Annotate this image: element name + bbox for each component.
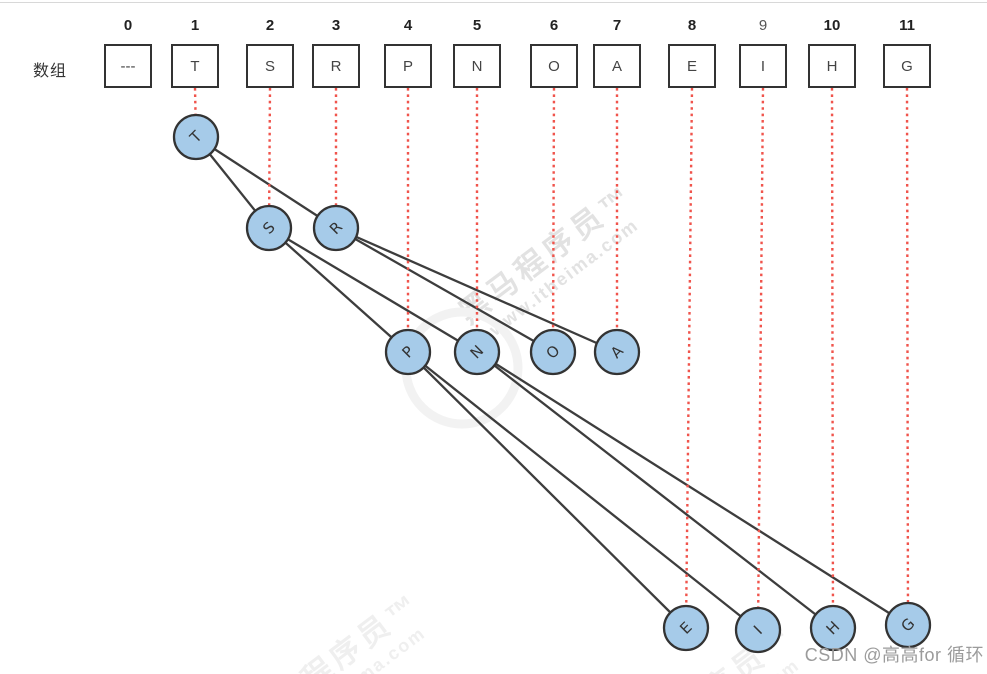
array-index-label: 10 [823,17,841,34]
array-index-label: 7 [612,17,622,34]
heap-node-P [384,328,432,376]
heap-edge-N-G [476,351,909,626]
array-cell-value: E [686,57,697,75]
array-cell-value: S [264,57,275,75]
array-cell-box: E [668,44,716,88]
heap-node-H [809,604,857,652]
heap-edge-P-E [407,351,687,629]
index-link-dotted-H [830,87,835,629]
array-label: 数组 [33,63,68,80]
heap-node-O [529,328,577,376]
array-cell-value: H [826,57,838,75]
heap-edge-R-A [335,226,618,354]
credit-watermark: CSDN @高高for 循环 [804,645,984,665]
heap-edge-T-R [195,136,337,229]
array-cell-box: H [808,44,856,88]
array-cell-value: R [330,57,342,75]
heap-edge-P-I [407,351,759,631]
index-link-dotted-E [684,87,694,629]
heap-node-I [734,606,782,654]
array-index-label: 11 [899,17,915,34]
array-cell-box: A [593,44,641,88]
array-index-label: 8 [687,17,697,34]
array-cell-box: S [246,44,294,88]
heap-node-G [884,601,932,649]
array-cell-value: --- [120,57,136,75]
index-link-dotted-S [267,87,272,229]
array-index-label: 2 [265,17,275,34]
heap-node-N [453,328,501,376]
heap-node-S [245,204,293,252]
heap-node-E [662,604,710,652]
array-cell-box: G [883,44,931,88]
array-cell-value: O [548,57,560,75]
heap-node-A [593,328,641,376]
array-cell-box: O [530,44,578,88]
array-index-label: 6 [549,17,559,34]
heap-edge-R-O [335,227,554,353]
array-index-label: 3 [331,17,341,34]
array-index-label: 5 [472,17,482,34]
heap-edge-S-P [268,227,409,353]
array-index-label: 0 [123,17,133,34]
array-cell-value: P [402,57,413,75]
array-cell-box: R [312,44,360,88]
array-cell-value: A [611,57,622,75]
array-cell-box: P [384,44,432,88]
array-cell-value: N [471,57,483,75]
array-index-label: 9 [758,17,768,34]
array-cell-value: I [760,57,766,75]
index-link-dotted-I [756,87,765,631]
array-cell-box: I [739,44,787,88]
array-index-label: 4 [403,17,413,34]
heap-node-T [172,113,220,161]
array-cell-box: T [171,44,219,88]
index-link-dotted-O [551,87,556,353]
array-cell-value: T [190,57,200,75]
heap-edge-S-N [268,227,478,353]
heap-edge-N-H [476,351,834,629]
array-index-label: 1 [190,17,200,34]
top-divider [0,2,987,3]
array-cell-box: --- [104,44,152,88]
index-link-dotted-G [905,87,910,626]
array-cell-value: G [901,57,913,75]
array-cell-box: N [453,44,501,88]
array-cell: 0 --- [104,14,152,88]
heap-node-R [312,204,360,252]
